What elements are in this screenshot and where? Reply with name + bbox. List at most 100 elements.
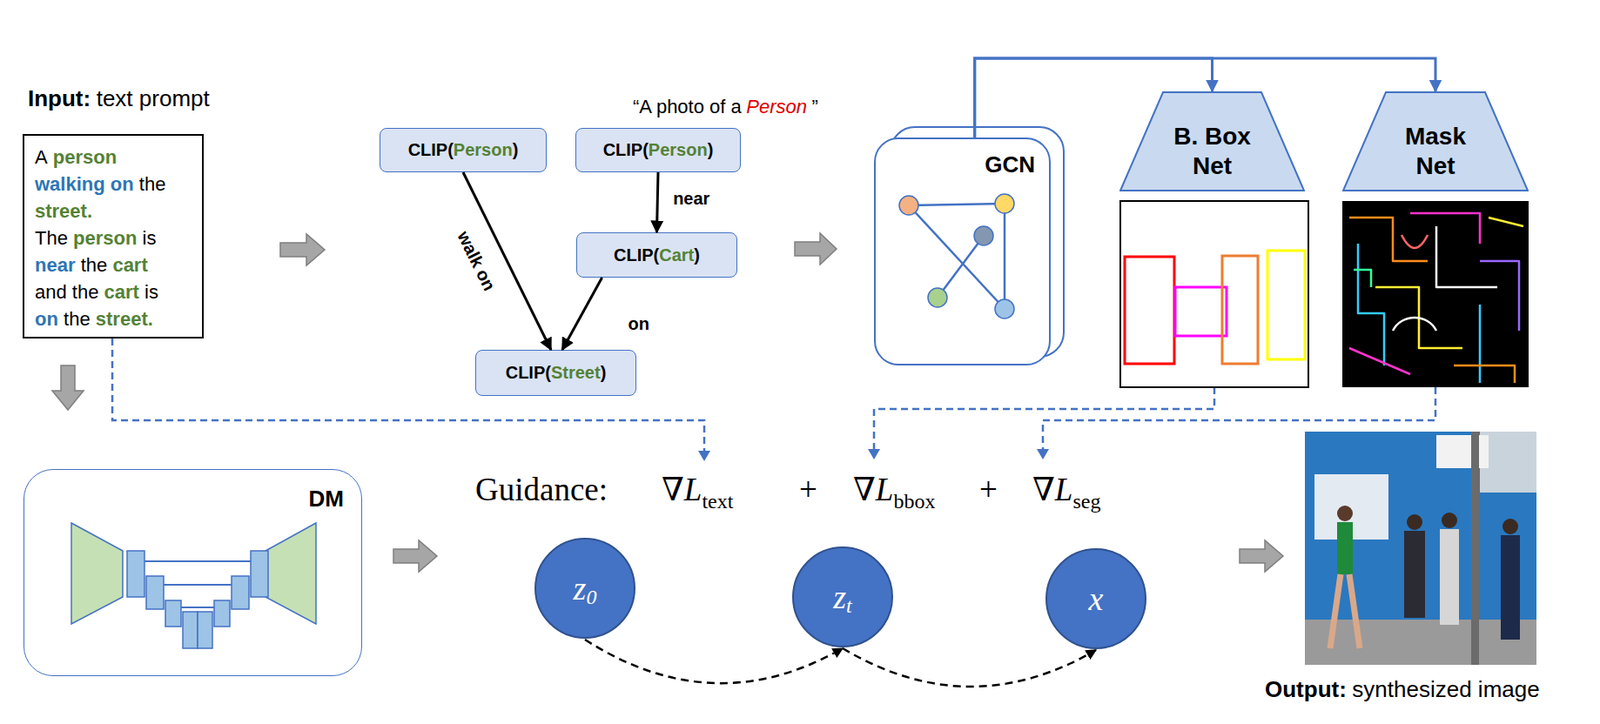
edge-label: near bbox=[672, 188, 710, 209]
mask-edge bbox=[1349, 348, 1411, 375]
prompt-word: near bbox=[34, 251, 75, 279]
circle-outline bbox=[793, 547, 893, 647]
block-arrow bbox=[280, 234, 325, 266]
label-text: Output: bbox=[1264, 676, 1347, 704]
label-text: ” bbox=[811, 95, 818, 119]
label-text: ∇L bbox=[661, 470, 702, 509]
gcn-box: GCN bbox=[873, 137, 1051, 366]
mask-edges bbox=[1349, 213, 1524, 384]
unet-block bbox=[146, 576, 164, 610]
leader-head bbox=[698, 450, 711, 462]
block-arrow bbox=[1239, 540, 1284, 572]
prompt-word: and the bbox=[34, 278, 99, 306]
photo-person bbox=[1337, 522, 1353, 575]
prompt-word: the bbox=[139, 170, 167, 198]
prompt-word: The bbox=[34, 224, 68, 252]
photo-pole bbox=[1471, 431, 1479, 666]
mask-edge bbox=[1410, 213, 1480, 244]
mask-edge bbox=[1436, 226, 1498, 288]
mask-edge bbox=[1488, 217, 1524, 227]
latent-circle: zt bbox=[791, 545, 895, 649]
text-line: onthestreet. bbox=[34, 305, 202, 333]
prompt-word: on bbox=[34, 305, 59, 333]
node-text: Mask Net bbox=[1387, 121, 1484, 182]
label-group: Guidance: bbox=[475, 470, 608, 509]
node-text: z bbox=[833, 578, 847, 617]
bbox-rect bbox=[1175, 287, 1227, 337]
text-line: walking onthe bbox=[34, 170, 202, 198]
unet-decoder bbox=[265, 523, 316, 625]
skip-line bbox=[163, 584, 232, 586]
node-text: CLIP( bbox=[613, 245, 659, 266]
mask-edge bbox=[1353, 269, 1372, 288]
mask-edge bbox=[1375, 287, 1463, 349]
label-text: seg bbox=[1072, 490, 1101, 514]
node-text: CLIP( bbox=[505, 363, 552, 384]
text-line: Thepersonis bbox=[34, 224, 202, 252]
node-text: ) bbox=[693, 245, 700, 266]
label-group: + bbox=[799, 470, 818, 509]
clip-box: CLIP(Person) bbox=[575, 127, 741, 173]
label-text: “A photo of a bbox=[632, 95, 742, 119]
photo-person bbox=[1404, 531, 1426, 619]
circle-outline bbox=[1046, 549, 1146, 649]
label-text: Input: bbox=[27, 85, 91, 113]
graph-vertex bbox=[927, 288, 948, 308]
unet-block bbox=[197, 611, 213, 649]
bbox-rect bbox=[1267, 250, 1305, 360]
node-text: Street bbox=[551, 363, 601, 384]
unet-skips bbox=[144, 561, 251, 608]
mask-edge bbox=[1349, 217, 1428, 262]
label-group: ∇Lseg bbox=[1032, 470, 1101, 509]
connector bbox=[463, 172, 552, 350]
text-line: street. bbox=[34, 197, 202, 225]
bbox-rect bbox=[1124, 256, 1175, 364]
label-text: + bbox=[799, 470, 818, 509]
photo bbox=[1304, 431, 1537, 666]
node-text: Person bbox=[648, 140, 708, 161]
prompt-word: the bbox=[80, 251, 108, 279]
text-line: Aperson bbox=[34, 143, 202, 171]
label-text: text prompt bbox=[96, 85, 210, 113]
trapezoid-outline bbox=[1120, 92, 1305, 191]
label-text: Guidance: bbox=[475, 470, 608, 509]
dashed-leader bbox=[112, 338, 705, 453]
prompt-word: person bbox=[53, 143, 117, 171]
label-group: ∇Ltext bbox=[661, 470, 733, 509]
unet-blocks bbox=[127, 551, 269, 649]
node-text: ) bbox=[707, 140, 714, 161]
graph-vertex bbox=[899, 195, 919, 216]
prompt-word: A bbox=[34, 143, 48, 171]
node-text: x bbox=[1089, 579, 1104, 619]
bbox-rect bbox=[1222, 255, 1258, 364]
mask-edge bbox=[1401, 235, 1428, 249]
mask-edge bbox=[1478, 304, 1482, 384]
trapezoid-text: Mask Net bbox=[1342, 91, 1529, 192]
mask-image bbox=[1342, 201, 1529, 388]
label-text: + bbox=[979, 470, 998, 509]
photo-person bbox=[1441, 512, 1458, 529]
circle-text: x bbox=[1044, 547, 1148, 651]
label-text: text bbox=[701, 490, 733, 514]
unet-block bbox=[214, 600, 230, 627]
dashed-leader bbox=[873, 387, 1215, 451]
node-title: DM bbox=[309, 485, 344, 513]
mask-edge bbox=[1453, 365, 1515, 384]
node-text: B. Box Net bbox=[1164, 121, 1261, 182]
graph-edge bbox=[1003, 203, 1007, 310]
clip-box: CLIP(Cart) bbox=[576, 232, 738, 278]
clip-box: CLIP(Street) bbox=[475, 349, 637, 397]
mask-net: Mask Net bbox=[1342, 91, 1529, 192]
block-arrow bbox=[794, 233, 837, 265]
circle-text: z0 bbox=[533, 537, 637, 640]
connector bbox=[842, 648, 1096, 687]
graph-vertex bbox=[994, 194, 1015, 214]
connector bbox=[657, 172, 659, 233]
node-text: z bbox=[573, 569, 587, 608]
leader-head bbox=[1036, 449, 1049, 460]
photo-person bbox=[1406, 514, 1423, 531]
photo-person bbox=[1500, 535, 1520, 640]
node-text: CLIP( bbox=[408, 140, 454, 161]
label-group: ∇Lbbox bbox=[853, 470, 935, 509]
